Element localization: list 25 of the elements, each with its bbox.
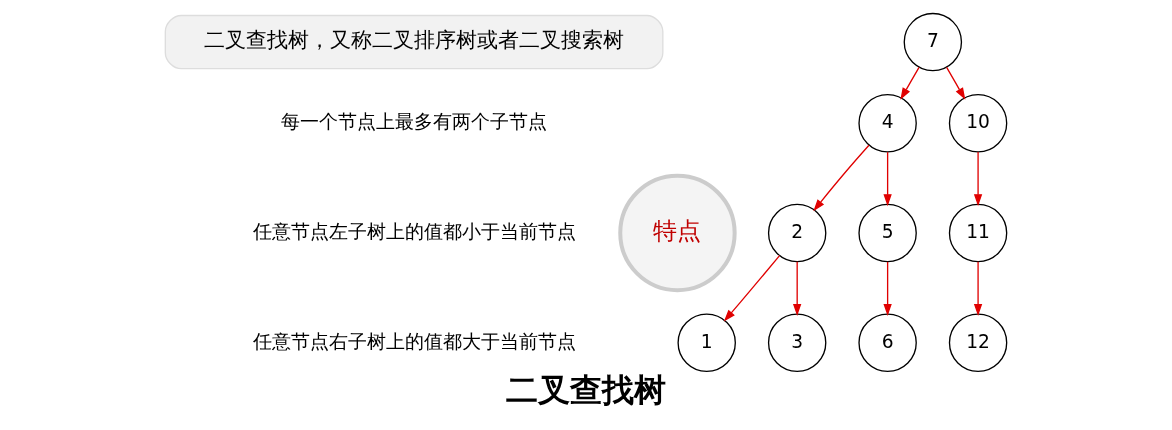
arrow	[792, 261, 802, 316]
node-circle: 5	[858, 203, 917, 263]
node-circle: 11	[948, 203, 1008, 263]
node-circle: 特点	[618, 173, 737, 293]
node-box: 二叉查找树，又称二叉排序树或者二叉搜索树	[164, 14, 664, 70]
arrow	[946, 66, 966, 100]
label: 任意节点左子树上的值都小于当前节点	[252, 220, 576, 242]
label: 每一个节点上最多有两个子节点	[281, 111, 548, 133]
node-circle: 2	[767, 203, 827, 263]
arrow	[883, 261, 892, 316]
arrow	[723, 254, 781, 322]
node-circle: 4	[858, 93, 917, 153]
node-circle: 1	[677, 313, 736, 372]
caption: 二叉查找树	[505, 370, 666, 409]
arrow	[883, 151, 892, 207]
node-circle: 10	[948, 93, 1008, 153]
label: 任意节点右子树上的值都大于当前节点	[252, 330, 576, 352]
node-circle: 6	[858, 313, 917, 372]
node-circle: 3	[767, 313, 827, 372]
arrow	[813, 144, 870, 212]
node-circle: 7	[903, 12, 963, 72]
arrow	[973, 261, 983, 316]
node-circle: 12	[948, 313, 1008, 372]
arrow	[973, 151, 983, 207]
arrow	[900, 66, 920, 100]
